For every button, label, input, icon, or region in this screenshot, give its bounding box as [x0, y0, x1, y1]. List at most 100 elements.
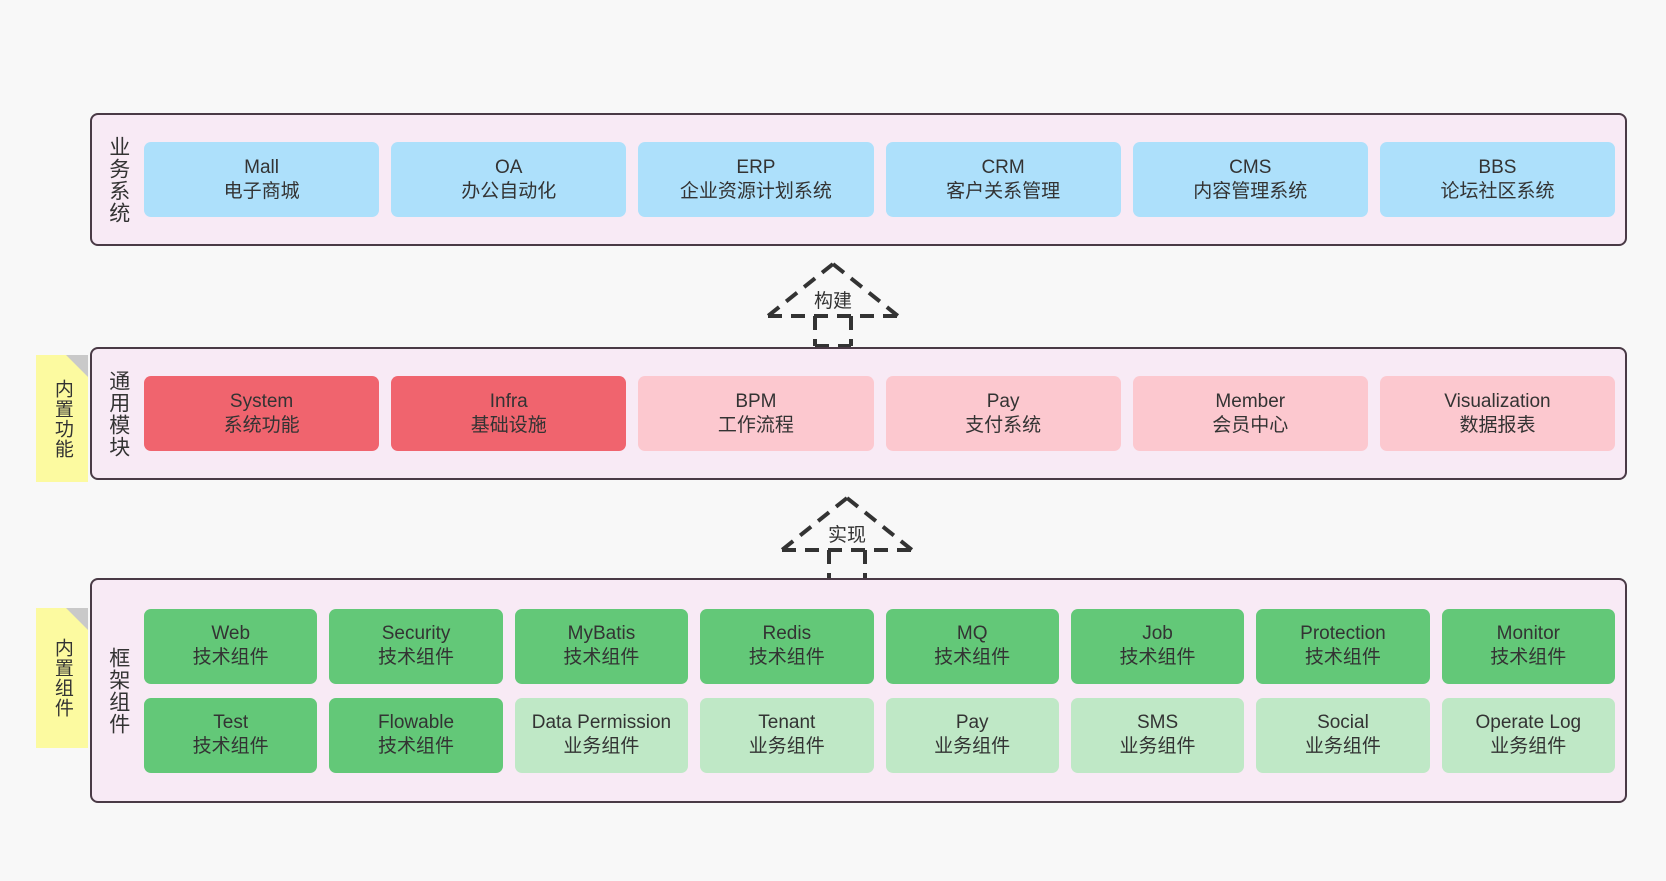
- node-title: BBS: [1478, 156, 1517, 178]
- note-builtin-features: 内置功能: [36, 355, 88, 482]
- arrow-build-label: 构建: [810, 286, 856, 313]
- node-title: OA: [495, 156, 523, 178]
- node-title: System: [229, 390, 294, 412]
- node-title: Infra: [489, 390, 528, 412]
- node-subtitle: 企业资源计划系统: [679, 180, 832, 202]
- note-builtin-features-label: 内置功能: [51, 378, 73, 459]
- arrow-build: 构建: [758, 258, 908, 348]
- node-title: Pay: [986, 390, 1020, 412]
- node-subtitle: 技术组件: [934, 647, 1011, 668]
- node-subtitle: 基础设施: [470, 414, 547, 436]
- node-subtitle: 数据报表: [1459, 414, 1536, 436]
- node-subtitle: 技术组件: [1490, 647, 1567, 668]
- node-title: Job: [1142, 623, 1173, 645]
- note-fold-corner-icon: [66, 355, 88, 377]
- node-title: Test: [213, 712, 249, 734]
- node-title: ERP: [736, 156, 776, 178]
- node-subtitle: 技术组件: [1119, 647, 1196, 668]
- note-builtin-components: 内置组件: [36, 608, 88, 748]
- node-title: Social: [1317, 712, 1369, 734]
- node-subtitle: 客户关系管理: [946, 180, 1061, 202]
- node-title: Pay: [955, 712, 989, 734]
- node-title: Data Permission: [531, 712, 672, 734]
- node-subtitle: 技术组件: [748, 647, 825, 668]
- node-subtitle: 业务组件: [1490, 736, 1567, 757]
- node-title: CRM: [981, 156, 1025, 178]
- node-title: Flowable: [378, 712, 455, 734]
- node-subtitle: 业务组件: [934, 736, 1011, 757]
- node-subtitle: 业务组件: [563, 736, 640, 757]
- arrow-implement-label: 实现: [824, 520, 870, 547]
- node-subtitle: 电子商城: [223, 180, 300, 202]
- node-subtitle: 业务组件: [1119, 736, 1196, 757]
- node-subtitle: 业务组件: [748, 736, 825, 757]
- note-fold-corner-icon: [66, 608, 88, 630]
- note-builtin-components-label: 内置组件: [51, 638, 73, 718]
- node-title: SMS: [1136, 712, 1179, 734]
- node-title: Redis: [762, 623, 812, 645]
- node-subtitle: 技术组件: [378, 647, 455, 668]
- node-subtitle: 技术组件: [563, 647, 640, 668]
- node-subtitle: 内容管理系统: [1193, 180, 1308, 202]
- node-title: Member: [1215, 390, 1286, 412]
- node-subtitle: 技术组件: [192, 647, 269, 668]
- node-subtitle: 技术组件: [1304, 647, 1381, 668]
- node-subtitle: 论坛社区系统: [1440, 180, 1555, 202]
- node-title: BPM: [735, 390, 777, 412]
- node-title: MQ: [956, 623, 988, 645]
- layer-business-title: 业务系统: [106, 135, 130, 224]
- node-subtitle: 业务组件: [1304, 736, 1381, 757]
- node-title: MyBatis: [567, 623, 636, 645]
- node-subtitle: 支付系统: [965, 414, 1042, 436]
- node-title: Mall: [244, 156, 279, 178]
- node-subtitle: 工作流程: [717, 414, 794, 436]
- layer-common-title: 通用模块: [106, 369, 130, 458]
- node-subtitle: 会员中心: [1212, 414, 1289, 436]
- node-subtitle: 技术组件: [378, 736, 455, 757]
- layer-framework-title: 框架组件: [106, 646, 130, 735]
- node-subtitle: 系统功能: [223, 414, 300, 436]
- node-title: Monitor: [1496, 623, 1560, 645]
- node-subtitle: 办公自动化: [461, 180, 557, 202]
- node-title: Operate Log: [1475, 712, 1582, 734]
- arrow-implement: 实现: [772, 492, 922, 582]
